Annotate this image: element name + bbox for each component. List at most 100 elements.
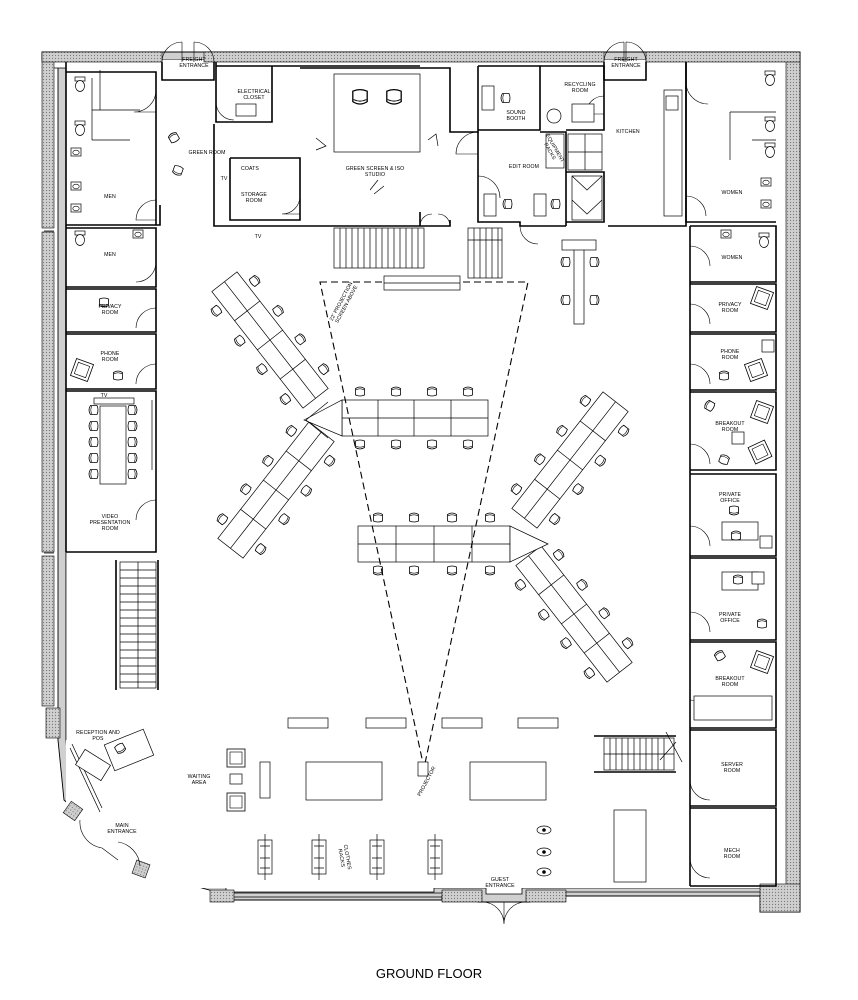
room-label: KITCHEN: [616, 129, 640, 135]
chair-icon: [502, 199, 513, 209]
chair-icon: [88, 405, 99, 415]
room-label: TV: [221, 176, 228, 182]
clothes-racks: [257, 834, 443, 880]
toilet-icon: [764, 70, 776, 86]
front-area-furniture: [75, 717, 559, 880]
toilet-icon: [74, 76, 86, 92]
stair-center: [333, 227, 503, 279]
room-label: WOMEN: [722, 190, 743, 196]
chair-icon: [373, 512, 383, 523]
chair-icon: [463, 386, 473, 397]
sink-icon: [720, 229, 732, 239]
stair-right: [603, 731, 683, 771]
workstation-cluster-center-lower: [357, 512, 549, 576]
chair-icon: [550, 199, 561, 209]
chair-icon: [409, 512, 419, 523]
back-of-house-furniture: [167, 73, 683, 325]
chair-icon: [391, 386, 401, 397]
chair-icon: [427, 386, 437, 397]
mannequin-icons: [536, 825, 552, 877]
workstation-cluster-top-right: [509, 391, 631, 529]
chair-icon: [729, 505, 739, 516]
chair-icon: [373, 565, 383, 576]
chair-icon: [589, 295, 600, 305]
restroom-fixtures: [70, 70, 776, 248]
room-label: TV: [255, 234, 262, 240]
chair-icon: [391, 439, 401, 450]
chair-icon: [427, 439, 437, 450]
sink-icon: [760, 199, 772, 209]
sink-icon: [132, 229, 144, 239]
chair-icon: [88, 453, 99, 463]
chair-icon: [127, 421, 138, 431]
exterior-wall: [41, 51, 801, 913]
projector-icon: [417, 761, 429, 777]
lounge-chair-icon: [226, 792, 246, 812]
lounge-chair-icon: [226, 748, 246, 768]
chair-icon: [589, 257, 600, 267]
exterior-wall-hatch: [41, 51, 801, 913]
chair-icon: [757, 618, 767, 629]
chair-icon: [355, 386, 365, 397]
chair-icon: [485, 512, 495, 523]
toilet-icon: [764, 116, 776, 132]
interior-walls: [65, 62, 777, 887]
room-label: WOMEN: [722, 255, 743, 261]
chair-icon: [127, 437, 138, 447]
workstation-cluster-mid-left: [215, 421, 337, 559]
side-room-furniture: [70, 286, 775, 883]
stairs: [119, 227, 683, 771]
room-label: CLOTHESRACKS: [336, 844, 352, 871]
chair-icon: [386, 88, 402, 105]
chair-icon: [113, 370, 123, 381]
chair-icon: [88, 437, 99, 447]
workstations: [209, 271, 635, 683]
chair-icon: [409, 565, 419, 576]
room-label: EDIT ROOM: [509, 164, 539, 170]
room-label: TV: [101, 393, 108, 399]
toilet-icon: [74, 230, 86, 246]
sink-icon: [70, 203, 82, 213]
chair-icon: [560, 295, 571, 305]
chair-icon: [447, 512, 457, 523]
chair-icon: [127, 469, 138, 479]
projection-cone: [319, 275, 529, 777]
sink-icon: [70, 181, 82, 191]
chair-icon: [127, 405, 138, 415]
sink-icon: [70, 147, 82, 157]
chair-icon: [733, 574, 743, 585]
room-label: GREEN ROOM: [188, 150, 225, 156]
chair-icon: [355, 439, 365, 450]
chair-icon: [500, 93, 511, 103]
chair-icon: [560, 257, 571, 267]
chair-icon: [447, 565, 457, 576]
room-label: MEN: [104, 194, 116, 200]
chair-icon: [127, 453, 138, 463]
windows: [44, 230, 760, 898]
stair-left: [119, 561, 157, 689]
room-label: COATS: [241, 166, 259, 172]
workstation-cluster-bottom-right: [513, 545, 635, 683]
workstation-cluster-center-upper: [303, 386, 489, 450]
toilet-icon: [758, 232, 770, 248]
room-label: MEN: [104, 252, 116, 258]
chair-icon: [88, 421, 99, 431]
